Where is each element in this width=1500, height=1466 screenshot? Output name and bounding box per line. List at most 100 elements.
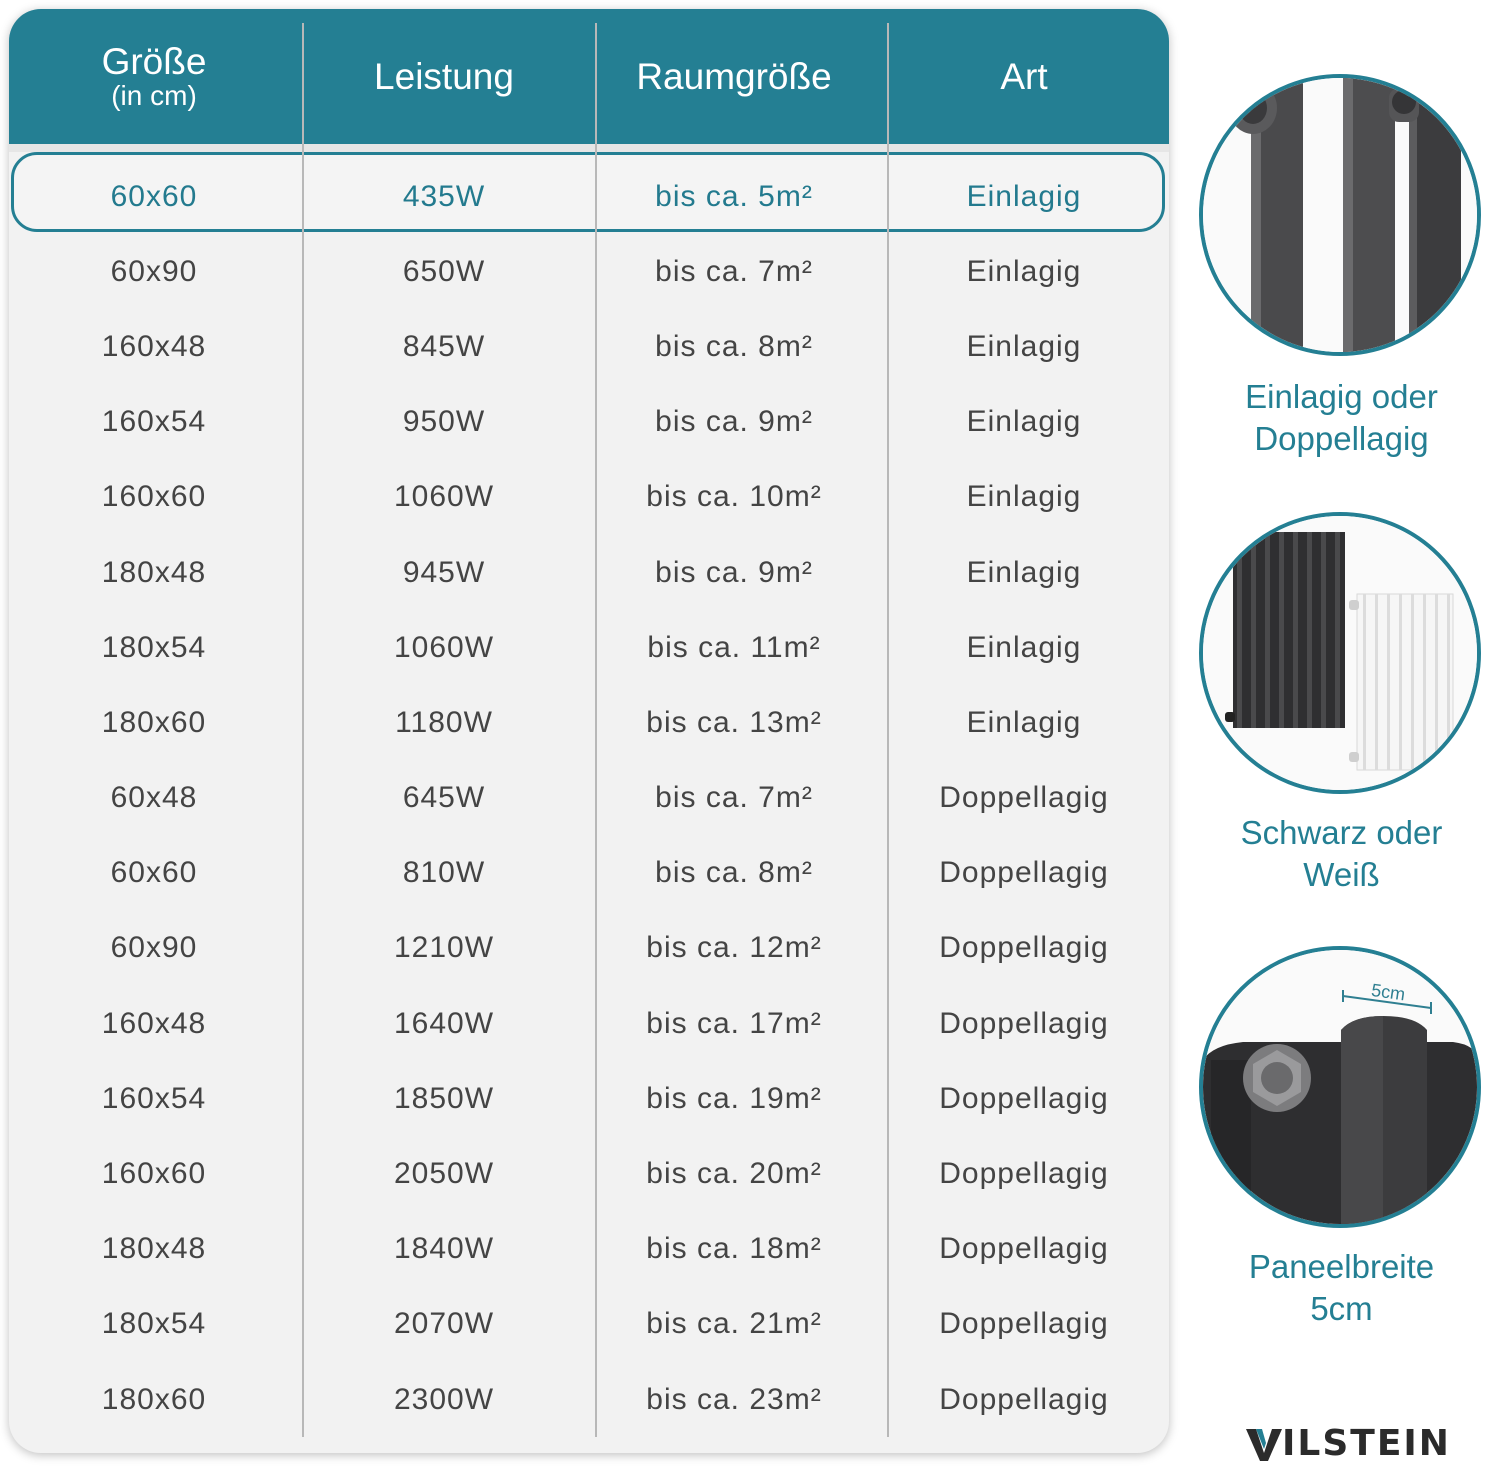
feature-label-panel-width: Paneelbreite 5cm xyxy=(1190,1246,1493,1330)
cell-size: 180x48 xyxy=(101,1232,207,1266)
cell-size: 160x60 xyxy=(101,480,207,514)
header-power: Leistung xyxy=(299,9,589,144)
cell-power: 2050W xyxy=(393,1157,495,1191)
cell-type: Doppellagig xyxy=(939,1382,1109,1416)
cell-room-size: bis ca. 12m² xyxy=(646,931,822,965)
table-body: 60x60 435W bis ca. 5m² Einlagig 60x90 650W bis… xyxy=(9,159,1169,1437)
cell-room-size: bis ca. 9m² xyxy=(655,555,813,589)
cell-room-size: bis ca. 21m² xyxy=(646,1307,822,1341)
feature-label-line: Weiß xyxy=(1303,856,1380,893)
column-divider xyxy=(595,23,597,1437)
cell-size: 60x90 xyxy=(110,254,198,288)
cell-power: 1180W xyxy=(395,705,493,739)
cell-room-size: bis ca. 7m² xyxy=(655,781,813,815)
brand-v-icon xyxy=(1246,1429,1282,1461)
cell-size: 60x60 xyxy=(110,179,198,213)
feature-label-line: Einlagig oder xyxy=(1245,378,1438,415)
cell-power: 1060W xyxy=(393,630,495,664)
cell-size: 180x54 xyxy=(101,1307,207,1341)
cell-room-size: bis ca. 10m² xyxy=(646,480,822,514)
cell-room-size: bis ca. 8m² xyxy=(655,329,813,363)
feature-label-line: Paneelbreite xyxy=(1248,1248,1435,1285)
cell-power: 1840W xyxy=(393,1232,495,1266)
cell-power: 435W xyxy=(402,179,486,213)
radiator-tubes-closeup-icon xyxy=(1199,74,1481,356)
cell-room-size: bis ca. 18m² xyxy=(646,1232,822,1266)
header-power-label: Leistung xyxy=(374,56,514,97)
header-size-unit: (in cm) xyxy=(111,80,197,111)
feature-label-colors: Schwarz oder Weiß xyxy=(1190,812,1493,896)
cell-room-size: bis ca. 11m² xyxy=(647,630,821,664)
cell-size: 160x54 xyxy=(101,1081,207,1115)
table-row: 160x54 950W bis ca. 9m² Einlagig xyxy=(9,385,1169,460)
cell-power: 650W xyxy=(402,254,486,288)
cell-power: 945W xyxy=(402,555,486,589)
cell-size: 160x54 xyxy=(101,405,207,439)
brand-name: ILSTEIN xyxy=(1282,1422,1451,1464)
cell-room-size: bis ca. 19m² xyxy=(646,1081,822,1115)
cell-type: Doppellagig xyxy=(939,1232,1109,1266)
cell-room-size: bis ca. 9m² xyxy=(655,405,813,439)
feature-label-line: Doppellagig xyxy=(1254,420,1429,457)
cell-power: 1850W xyxy=(393,1081,495,1115)
header-room-size-label: Raumgröße xyxy=(636,56,832,97)
cell-type: Einlagig xyxy=(966,405,1082,439)
feature-label-layers: Einlagig oder Doppellagig xyxy=(1190,376,1493,460)
table-row-highlighted: 60x60 435W bis ca. 5m² Einlagig xyxy=(9,159,1169,234)
cell-power: 950W xyxy=(402,405,486,439)
cell-power: 2300W xyxy=(393,1382,495,1416)
table-row: 160x54 1850W bis ca. 19m² Doppellagig xyxy=(9,1061,1169,1136)
header-type-label: Art xyxy=(1000,56,1048,97)
cell-size: 180x60 xyxy=(101,1382,207,1416)
brand-logo: ILSTEIN xyxy=(1244,1420,1466,1466)
cell-type: Doppellagig xyxy=(939,1081,1109,1115)
cell-size: 180x60 xyxy=(101,705,207,739)
header-size: Größe (in cm) xyxy=(9,9,299,144)
table-row: 180x48 945W bis ca. 9m² Einlagig xyxy=(9,535,1169,610)
table-header: Größe (in cm) Leistung Raumgröße Art xyxy=(9,9,1169,144)
cell-type: Einlagig xyxy=(966,329,1082,363)
spec-table: Größe (in cm) Leistung Raumgröße Art 60x… xyxy=(9,9,1169,1453)
cell-power: 1640W xyxy=(393,1006,495,1040)
highlighted-row-frame xyxy=(11,152,1165,232)
header-size-label: Größe xyxy=(101,41,207,82)
feature-label-line: Schwarz oder xyxy=(1240,814,1443,851)
feature-label-line: 5cm xyxy=(1310,1290,1373,1327)
column-divider xyxy=(887,23,889,1437)
table-row: 160x48 845W bis ca. 8m² Einlagig xyxy=(9,309,1169,384)
cell-size: 160x48 xyxy=(101,1006,207,1040)
table-row: 180x54 2070W bis ca. 21m² Doppellagig xyxy=(9,1287,1169,1362)
cell-power: 2070W xyxy=(393,1307,495,1341)
cell-room-size: bis ca. 7m² xyxy=(655,254,813,288)
cell-room-size: bis ca. 8m² xyxy=(655,856,813,890)
column-divider xyxy=(302,23,304,1437)
cell-power: 810W xyxy=(402,856,486,890)
header-divider xyxy=(9,144,1169,152)
cell-room-size: bis ca. 13m² xyxy=(646,705,822,739)
cell-type: Einlagig xyxy=(966,555,1082,589)
table-row: 160x60 1060W bis ca. 10m² Einlagig xyxy=(9,460,1169,535)
cell-power: 1060W xyxy=(393,480,495,514)
cell-type: Doppellagig xyxy=(939,931,1109,965)
cell-power: 1210W xyxy=(393,931,495,965)
cell-type: Doppellagig xyxy=(939,1307,1109,1341)
cell-type: Einlagig xyxy=(966,179,1082,213)
header-room-size: Raumgröße xyxy=(589,9,879,144)
cell-type: Doppellagig xyxy=(939,781,1109,815)
cell-size: 160x48 xyxy=(101,329,207,363)
feature-panel: Einlagig oder Doppellagig xyxy=(1190,0,1500,1466)
cell-size: 60x90 xyxy=(110,931,198,965)
cell-size: 180x48 xyxy=(101,555,207,589)
cell-power: 845W xyxy=(402,329,486,363)
black-white-radiators-icon xyxy=(1199,512,1481,794)
cell-room-size: bis ca. 20m² xyxy=(646,1157,822,1191)
cell-type: Einlagig xyxy=(966,480,1082,514)
cell-room-size: bis ca. 5m² xyxy=(655,179,813,213)
